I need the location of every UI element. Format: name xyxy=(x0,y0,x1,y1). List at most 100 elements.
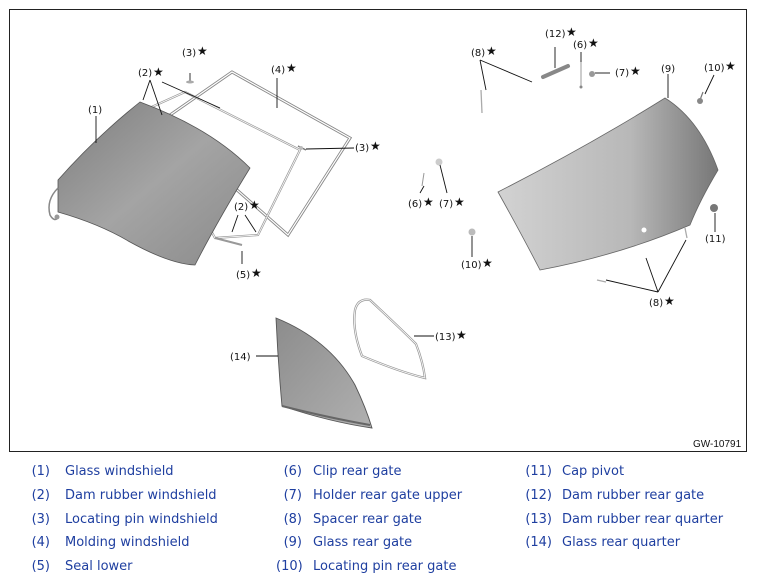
spacer-rear-gate-3 xyxy=(684,227,688,239)
star-10b: ★ xyxy=(482,256,493,270)
legend-number: (3) xyxy=(31,512,50,527)
callout-14: (14) xyxy=(230,352,251,363)
callout-9: (9) xyxy=(661,64,675,75)
legend-number: (13) xyxy=(525,512,552,527)
rear-gate-hole xyxy=(641,227,647,233)
callout-3b: (3) xyxy=(355,143,369,154)
legend-label: Dam rubber rear quarter xyxy=(562,512,724,527)
legend-number: (6) xyxy=(283,464,302,479)
star-12: ★ xyxy=(566,25,577,39)
leader-2a xyxy=(142,79,221,116)
star-4: ★ xyxy=(286,61,297,75)
callout-8b: (8) xyxy=(649,298,663,309)
glass-rear-gate xyxy=(497,97,719,271)
legend-label: Locating pin rear gate xyxy=(313,559,457,574)
callout-6a: (6) xyxy=(573,40,587,51)
callout-3a: (3) xyxy=(182,48,196,59)
molding-windshield xyxy=(157,70,353,238)
callout-4: (4) xyxy=(271,65,285,76)
figure-id: GW-10791 xyxy=(693,439,742,450)
star-2b: ★ xyxy=(249,198,260,212)
legend-number: (5) xyxy=(31,559,50,574)
legend-number: (1) xyxy=(31,464,50,479)
star-8b: ★ xyxy=(664,294,675,308)
legend-label: Clip rear gate xyxy=(313,464,402,479)
legend-number: (12) xyxy=(525,488,552,503)
callout-2b: (2) xyxy=(234,202,248,213)
clip-rear-gate-top xyxy=(579,60,583,89)
legend-label: Locating pin windshield xyxy=(65,512,218,527)
star-13: ★ xyxy=(456,328,467,342)
legend-number: (10) xyxy=(276,559,303,574)
parts-illustration: (1) (2) ★ (3) ★ (4) ★ (3) ★ (2) ★ (5) ★ … xyxy=(48,25,742,450)
wire-connector xyxy=(54,214,60,220)
holder-rear-gate-upper-top xyxy=(589,71,595,77)
leader-2b xyxy=(231,214,257,233)
cap-pivot xyxy=(710,204,718,212)
star-6b: ★ xyxy=(423,195,434,209)
legend-label: Dam rubber rear gate xyxy=(562,488,705,503)
legend-number: (11) xyxy=(525,464,552,479)
star-3b: ★ xyxy=(370,139,381,153)
spacer-rear-gate-2 xyxy=(596,279,607,283)
legend-label: Molding windshield xyxy=(65,535,190,550)
callout-7a: (7) xyxy=(615,68,629,79)
callout-7b: (7) xyxy=(439,199,453,210)
leader-7b xyxy=(439,164,448,194)
legend-label: Dam rubber windshield xyxy=(65,488,217,503)
windshield-wire xyxy=(48,187,59,221)
locating-pin-windshield-top xyxy=(186,73,194,84)
legend-label: Glass windshield xyxy=(65,464,174,479)
legend-label: Glass rear quarter xyxy=(562,535,681,550)
glass-windshield xyxy=(57,101,251,266)
callout-2a: (2) xyxy=(138,68,152,79)
star-10a: ★ xyxy=(725,59,736,73)
leader-6b xyxy=(419,185,425,194)
clip-rear-gate-left xyxy=(421,172,425,187)
legend-label: Holder rear gate upper xyxy=(313,488,463,503)
leader-3b xyxy=(305,147,355,150)
star-7a: ★ xyxy=(630,64,641,78)
legend-label: Seal lower xyxy=(65,559,133,574)
star-6a: ★ xyxy=(588,36,599,50)
parts-legend: (1) Glass windshield (2) Dam rubber wind… xyxy=(0,458,757,583)
leader-8a xyxy=(479,59,533,91)
locating-pin-windshield-right xyxy=(297,145,307,151)
glass-rear-quarter-edge xyxy=(281,405,371,426)
star-2a: ★ xyxy=(153,65,164,79)
legend-number: (14) xyxy=(525,535,552,550)
callout-10b: (10) xyxy=(461,260,482,271)
legend-label: Glass rear gate xyxy=(313,535,413,550)
star-7b: ★ xyxy=(454,195,465,209)
callout-13: (13) xyxy=(435,332,456,343)
locating-pin-rear-gate-left xyxy=(468,228,476,236)
locating-pin-rear-gate-top xyxy=(697,91,704,104)
legend-number: (4) xyxy=(31,535,50,550)
callout-10a: (10) xyxy=(704,63,725,74)
callout-5: (5) xyxy=(236,270,250,281)
legend-number: (9) xyxy=(283,535,302,550)
glass-rear-quarter xyxy=(275,317,373,429)
parts-diagram: (1) (2) ★ (3) ★ (4) ★ (3) ★ (2) ★ (5) ★ … xyxy=(9,9,747,452)
dam-rubber-rear-quarter xyxy=(353,298,427,380)
legend-number: (8) xyxy=(283,512,302,527)
callout-8a: (8) xyxy=(471,48,485,59)
callout-12: (12) xyxy=(545,29,566,40)
leader-10a xyxy=(704,74,715,95)
leader-8b xyxy=(605,239,687,293)
holder-rear-gate-upper-left xyxy=(435,158,443,166)
callout-11: (11) xyxy=(705,234,726,245)
seal-lower xyxy=(214,237,243,246)
star-3a: ★ xyxy=(197,44,208,58)
legend-number: (2) xyxy=(31,488,50,503)
star-5: ★ xyxy=(251,266,262,280)
legend-label: Cap pivot xyxy=(562,464,625,479)
legend-number: (7) xyxy=(283,488,302,503)
legend-label: Spacer rear gate xyxy=(313,512,422,527)
star-8a: ★ xyxy=(486,44,497,58)
callout-6b: (6) xyxy=(408,199,422,210)
callout-1: (1) xyxy=(88,105,102,116)
dam-rubber-rear-quarter-inner xyxy=(353,299,426,379)
spacer-rear-gate-1 xyxy=(480,89,483,114)
dam-rubber-rear-gate xyxy=(541,64,570,79)
